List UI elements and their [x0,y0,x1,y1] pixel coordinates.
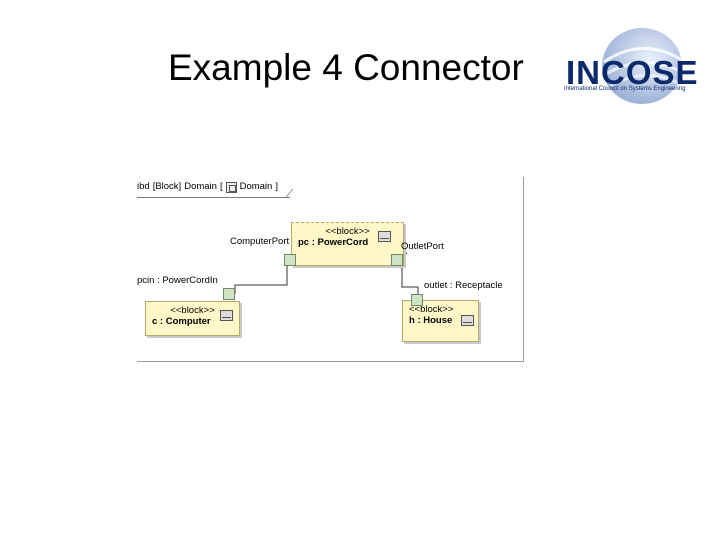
block-computer[interactable]: <<block>> c : Computer [145,301,240,336]
logo-tagline: International Council on Systems Enginee… [564,86,686,92]
connector-powercord-house [401,266,419,297]
frame-name: Domain [184,181,217,192]
block-icon [220,310,233,321]
block-stereotype: <<block>> [325,226,370,237]
block-name: pc : PowerCord [298,237,369,248]
frame-bracket-close: ] [275,181,278,192]
label-pcin: pcin : PowerCordIn [137,275,218,286]
block-type-icon [225,181,237,193]
label-computer-port: ComputerPort [230,236,290,247]
block-name: c : Computer [152,316,211,327]
frame-kind: ibd [137,181,150,192]
block-powercord[interactable]: <<block>> pc : PowerCord [291,222,404,266]
port-receptacle[interactable] [411,294,423,306]
block-name: h : House [409,315,453,326]
port-computer[interactable] [284,254,296,266]
block-house[interactable]: <<block>> h : House [402,300,479,342]
globe-icon [602,28,683,104]
port-outlet[interactable] [391,254,403,266]
label-outlet-receptacle: outlet : Receptacle [424,280,503,291]
block-icon [378,231,391,242]
slide-title: Example 4 Connector [168,47,524,88]
frame-header: ibd [Block] Domain [ Domain ] [137,177,294,198]
frame-bracket-open: [ [219,181,223,192]
diagram-frame [137,177,524,362]
label-outlet-port: OutletPort [401,241,444,252]
frame-block-name: Domain [239,181,273,192]
frame-element-type: [Block] [152,181,182,192]
port-pcin[interactable] [223,288,235,300]
ibd-diagram: ibd [Block] Domain [ Domain ] <<block>> … [137,177,525,363]
connector-computer-powercord [234,266,288,294]
incose-logo: INCOSE International Council on Systems … [560,26,698,108]
logo-wordmark: INCOSE [566,54,699,91]
block-icon [461,315,474,326]
block-stereotype: <<block>> [170,305,215,316]
block-stereotype: <<block>> [409,304,454,315]
